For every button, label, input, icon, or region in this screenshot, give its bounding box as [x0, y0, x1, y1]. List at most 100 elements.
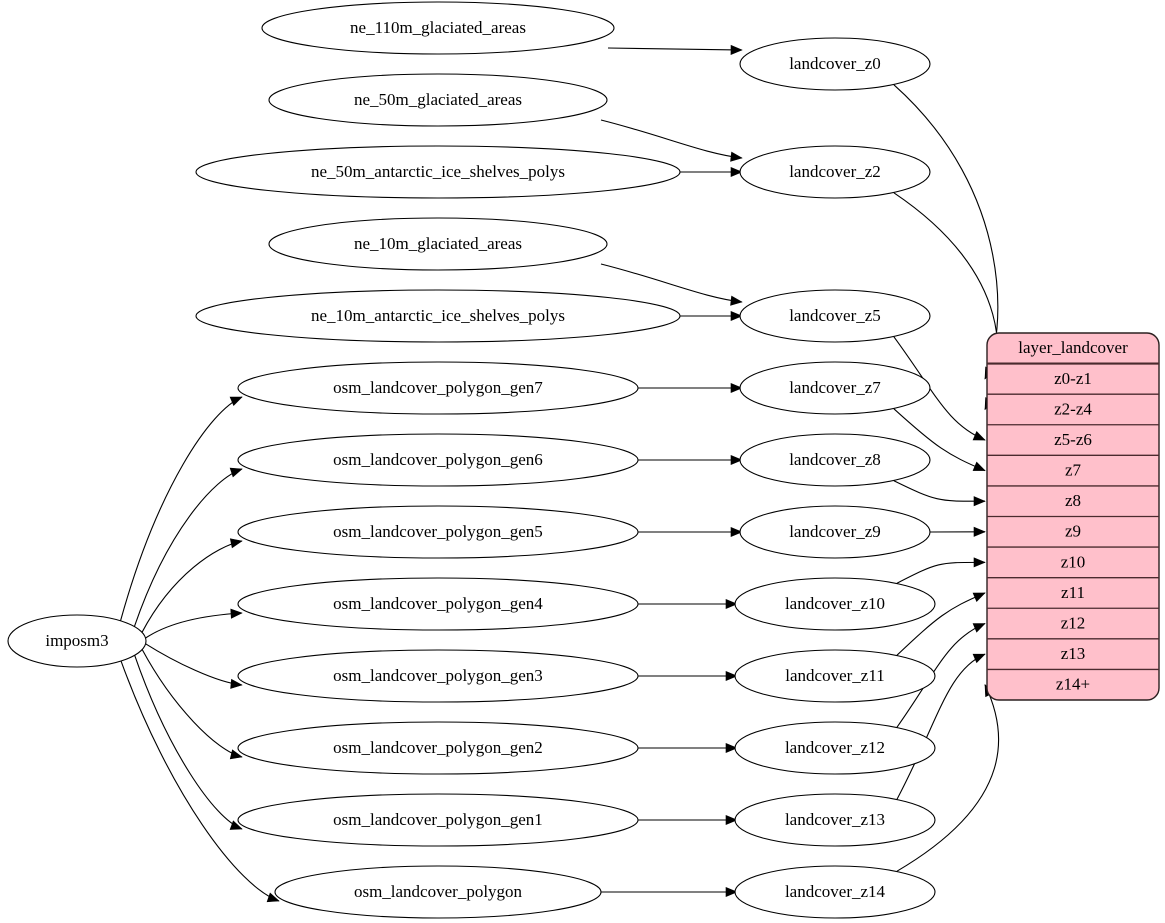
- edge-arrowhead: [229, 467, 243, 478]
- node-shape[interactable]: [739, 433, 931, 487]
- edge-imposm3-to-osm_landcover_polygon_gen4: [145, 608, 243, 639]
- table-row-z8[interactable]: z8: [987, 486, 1159, 517]
- edge-line: [120, 660, 280, 902]
- table-row-z5-z6[interactable]: z5-z6: [987, 425, 1159, 456]
- table-row-hit-area[interactable]: [987, 486, 1159, 517]
- node-shape[interactable]: [237, 361, 639, 415]
- node-shape[interactable]: [237, 721, 639, 775]
- node-landcover_z2[interactable]: landcover_z2: [739, 145, 931, 199]
- node-shape[interactable]: [237, 649, 639, 703]
- edge-imposm3-to-osm_landcover_polygon_gen7: [120, 396, 243, 621]
- edge-landcover_z10-to-row-z10: [896, 557, 986, 584]
- node-shape[interactable]: [739, 289, 931, 343]
- node-shape[interactable]: [261, 1, 615, 55]
- node-shape[interactable]: [739, 505, 931, 559]
- node-landcover_z7[interactable]: landcover_z7: [739, 361, 931, 415]
- node-osm_landcover_polygon_gen6[interactable]: osm_landcover_polygon_gen6: [237, 433, 639, 487]
- table-row-hit-area[interactable]: [987, 669, 1159, 700]
- node-shape[interactable]: [274, 865, 602, 919]
- table-row-z14-[interactable]: z14+: [987, 669, 1159, 700]
- edge-line: [600, 119, 743, 159]
- table-row-hit-area[interactable]: [987, 517, 1159, 548]
- node-shape[interactable]: [237, 433, 639, 487]
- edge-arrowhead: [973, 526, 986, 537]
- node-ne_50m_antarctic_ice_shelves_polys[interactable]: ne_50m_antarctic_ice_shelves_polys: [195, 145, 681, 199]
- node-shape[interactable]: [237, 505, 639, 559]
- table-row-z11[interactable]: z11: [987, 578, 1159, 609]
- edge-landcover_z14-to-row-z14plus: [896, 684, 1000, 872]
- edge-imposm3-to-osm_landcover_polygon: [120, 660, 280, 903]
- node-landcover_z14[interactable]: landcover_z14: [734, 865, 936, 919]
- edge-arrowhead: [730, 382, 743, 394]
- node-landcover_z9[interactable]: landcover_z9: [739, 505, 931, 559]
- node-shape[interactable]: [237, 577, 639, 631]
- edge-line: [896, 623, 986, 728]
- layer-landcover-table[interactable]: layer_landcoverz0-z1z2-z4z5-z6z7z8z9z10z…: [986, 332, 1160, 701]
- node-shape[interactable]: [739, 145, 931, 199]
- edge-ne_50m_antarctic_ice_shelves_polys-to-landcover_z2: [680, 166, 743, 178]
- edge-arrowhead: [730, 310, 743, 322]
- edge-arrowhead: [725, 598, 738, 610]
- edge-ne_10m_glaciated_areas-to-landcover_z5: [600, 263, 743, 306]
- node-osm_landcover_polygon_gen4[interactable]: osm_landcover_polygon_gen4: [237, 577, 639, 631]
- node-ne_50m_glaciated_areas[interactable]: ne_50m_glaciated_areas: [268, 73, 608, 127]
- table-row-z9[interactable]: z9: [987, 517, 1159, 548]
- node-landcover_z10[interactable]: landcover_z10: [734, 577, 936, 631]
- table-row-z12[interactable]: z12: [987, 608, 1159, 639]
- table-row-hit-area[interactable]: [987, 425, 1159, 456]
- node-imposm3[interactable]: imposm3: [7, 614, 147, 668]
- edge-imposm3-to-osm_landcover_polygon_gen5: [141, 538, 243, 633]
- node-osm_landcover_polygon_gen7[interactable]: osm_landcover_polygon_gen7: [237, 361, 639, 415]
- table-row-hit-area[interactable]: [987, 578, 1159, 609]
- edge-arrowhead: [229, 396, 243, 407]
- node-shape[interactable]: [734, 577, 936, 631]
- node-ne_110m_glaciated_areas[interactable]: ne_110m_glaciated_areas: [261, 1, 615, 55]
- node-ne_10m_glaciated_areas[interactable]: ne_10m_glaciated_areas: [268, 217, 608, 271]
- node-shape[interactable]: [734, 865, 936, 919]
- node-landcover_z0[interactable]: landcover_z0: [739, 37, 931, 91]
- node-shape[interactable]: [268, 217, 608, 271]
- edge-landcover_z9-to-row-z9: [929, 526, 986, 537]
- node-shape[interactable]: [268, 73, 608, 127]
- edge-line: [893, 336, 986, 441]
- node-shape[interactable]: [7, 614, 147, 668]
- node-shape[interactable]: [195, 289, 681, 343]
- node-osm_landcover_polygon_gen1[interactable]: osm_landcover_polygon_gen1: [237, 793, 639, 847]
- edge-landcover_z0-to-row-z0-z1: [893, 84, 999, 380]
- edge-line: [896, 684, 1000, 872]
- table-row-z13[interactable]: z13: [987, 639, 1159, 670]
- node-landcover_z11[interactable]: landcover_z11: [734, 649, 936, 703]
- table-row-hit-area[interactable]: [987, 394, 1159, 425]
- node-osm_landcover_polygon_gen2[interactable]: osm_landcover_polygon_gen2: [237, 721, 639, 775]
- node-ne_10m_antarctic_ice_shelves_polys[interactable]: ne_10m_antarctic_ice_shelves_polys: [195, 289, 681, 343]
- node-shape[interactable]: [734, 649, 936, 703]
- node-shape[interactable]: [195, 145, 681, 199]
- edge-arrowhead: [730, 526, 743, 538]
- node-landcover_z12[interactable]: landcover_z12: [734, 721, 936, 775]
- node-shape[interactable]: [237, 793, 639, 847]
- table-row-z10[interactable]: z10: [987, 547, 1159, 578]
- table-row-z2-z4[interactable]: z2-z4: [987, 394, 1159, 425]
- table-row-hit-area[interactable]: [987, 608, 1159, 639]
- node-osm_landcover_polygon[interactable]: osm_landcover_polygon: [274, 865, 602, 919]
- table-row-z0-z1[interactable]: z0-z1: [987, 364, 1159, 395]
- table-row-z7[interactable]: z7: [987, 455, 1159, 486]
- edge-arrowhead: [973, 496, 986, 507]
- node-shape[interactable]: [734, 721, 936, 775]
- table-row-hit-area[interactable]: [987, 639, 1159, 670]
- edge-arrowhead: [725, 814, 738, 826]
- table-row-hit-area[interactable]: [987, 547, 1159, 578]
- node-shape[interactable]: [739, 37, 931, 91]
- table-row-hit-area[interactable]: [987, 364, 1159, 395]
- edge-arrowhead: [730, 151, 743, 162]
- node-osm_landcover_polygon_gen5[interactable]: osm_landcover_polygon_gen5: [237, 505, 639, 559]
- node-landcover_z5[interactable]: landcover_z5: [739, 289, 931, 343]
- node-landcover_z13[interactable]: landcover_z13: [734, 793, 936, 847]
- node-landcover_z8[interactable]: landcover_z8: [739, 433, 931, 487]
- node-osm_landcover_polygon_gen3[interactable]: osm_landcover_polygon_gen3: [237, 649, 639, 703]
- node-shape[interactable]: [734, 793, 936, 847]
- node-shape[interactable]: [739, 361, 931, 415]
- edge-arrowhead: [972, 461, 986, 471]
- table-row-hit-area[interactable]: [987, 455, 1159, 486]
